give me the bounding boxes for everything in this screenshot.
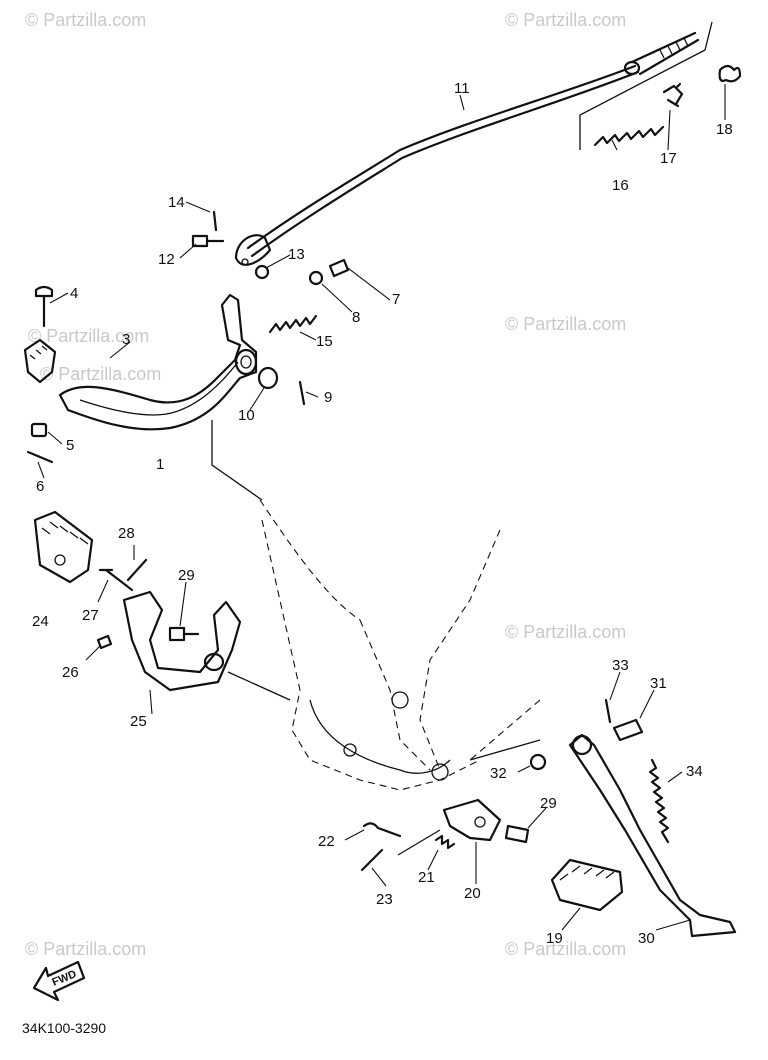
callout-23: 23: [376, 891, 393, 908]
watermark: © Partzilla.com: [505, 10, 626, 30]
bolt: [96, 634, 113, 650]
wing-nut: [718, 64, 742, 83]
watermark: © Partzilla.com: [40, 364, 161, 384]
callout-31: 31: [650, 675, 667, 692]
callout-30: 30: [638, 930, 655, 947]
watermarks: © Partzilla.com © Partzilla.com © Partzi…: [25, 10, 626, 959]
bolt: [504, 824, 530, 844]
bolt: [168, 626, 200, 642]
callout-15: 15: [316, 333, 333, 350]
callout-29-right: 29: [540, 795, 557, 812]
footrest-bracket: [122, 590, 242, 692]
callout-9: 9: [324, 389, 332, 406]
callout-19: 19: [546, 930, 563, 947]
bolt: [191, 234, 225, 248]
callouts: 11 14 12 13 7 8 15 9 10 1 4 3 5 6 16 17 …: [32, 80, 733, 947]
diagram-code: 34K100-3290: [22, 1020, 106, 1036]
guide-line: [397, 829, 441, 856]
callout-32: 32: [490, 765, 507, 782]
watermark: © Partzilla.com: [505, 622, 626, 642]
callout-17: 17: [660, 150, 677, 167]
nut: [529, 753, 547, 771]
callout-21: 21: [418, 869, 435, 886]
callout-14: 14: [168, 194, 185, 211]
cotter-pin: [126, 558, 148, 582]
watermark: © Partzilla.com: [505, 939, 626, 959]
callout-8: 8: [352, 309, 360, 326]
callout-18: 18: [716, 121, 733, 138]
guide-line: [469, 739, 541, 761]
callout-11: 11: [454, 80, 470, 97]
watermark: © Partzilla.com: [25, 939, 146, 959]
callout-29-left: 29: [178, 567, 195, 584]
cotter-pin: [26, 450, 54, 464]
callout-28: 28: [118, 525, 135, 542]
callout-12: 12: [158, 251, 175, 268]
washer: [308, 270, 324, 286]
callout-34: 34: [686, 763, 703, 780]
sidestand: [568, 733, 737, 938]
footrest-bracket: [442, 798, 502, 842]
pin: [212, 210, 218, 232]
callout-6: 6: [36, 478, 44, 495]
spring: [268, 314, 318, 334]
footrest: [550, 858, 624, 912]
parts-bracket: [579, 21, 713, 150]
callout-1: 1: [156, 456, 164, 473]
nut: [30, 422, 48, 438]
bolt: [328, 258, 350, 278]
watermark: © Partzilla.com: [25, 10, 146, 30]
callout-33: 33: [612, 657, 629, 674]
brake-rod: [234, 31, 700, 266]
callout-3: 3: [122, 331, 130, 348]
callout-26: 26: [62, 664, 79, 681]
washer: [254, 264, 270, 280]
guide-line: [211, 420, 263, 501]
callout-4: 4: [70, 285, 78, 302]
cotter-pin: [604, 698, 612, 724]
bolt: [612, 718, 644, 742]
guide-line: [227, 671, 291, 701]
callout-25: 25: [130, 713, 147, 730]
watermark: © Partzilla.com: [505, 314, 626, 334]
brake-pedal: [58, 293, 258, 431]
pedal-tip: [23, 338, 57, 384]
spring: [593, 125, 665, 147]
bolt: [34, 285, 54, 328]
callout-10: 10: [238, 407, 255, 424]
watermark: © Partzilla.com: [28, 326, 149, 346]
pin: [362, 822, 402, 838]
frame-outline: [259, 499, 541, 791]
callout-24: 24: [32, 613, 49, 630]
clip: [662, 82, 684, 108]
forward-arrow-icon: FWD: [32, 960, 86, 1002]
footrest: [33, 510, 94, 584]
cotter-pin: [298, 380, 306, 406]
callout-7: 7: [392, 291, 400, 308]
callout-27: 27: [82, 607, 99, 624]
callout-20: 20: [464, 885, 481, 902]
collar: [257, 366, 279, 390]
callout-13: 13: [288, 246, 305, 263]
callout-16: 16: [612, 177, 629, 194]
leader-lines: [37, 84, 726, 931]
fwd-label: FWD: [51, 968, 79, 989]
callout-22: 22: [318, 833, 335, 850]
callout-5: 5: [66, 437, 74, 454]
spring: [648, 758, 670, 844]
pin: [98, 568, 134, 592]
spring: [434, 834, 456, 850]
cotter-pin: [360, 848, 384, 872]
